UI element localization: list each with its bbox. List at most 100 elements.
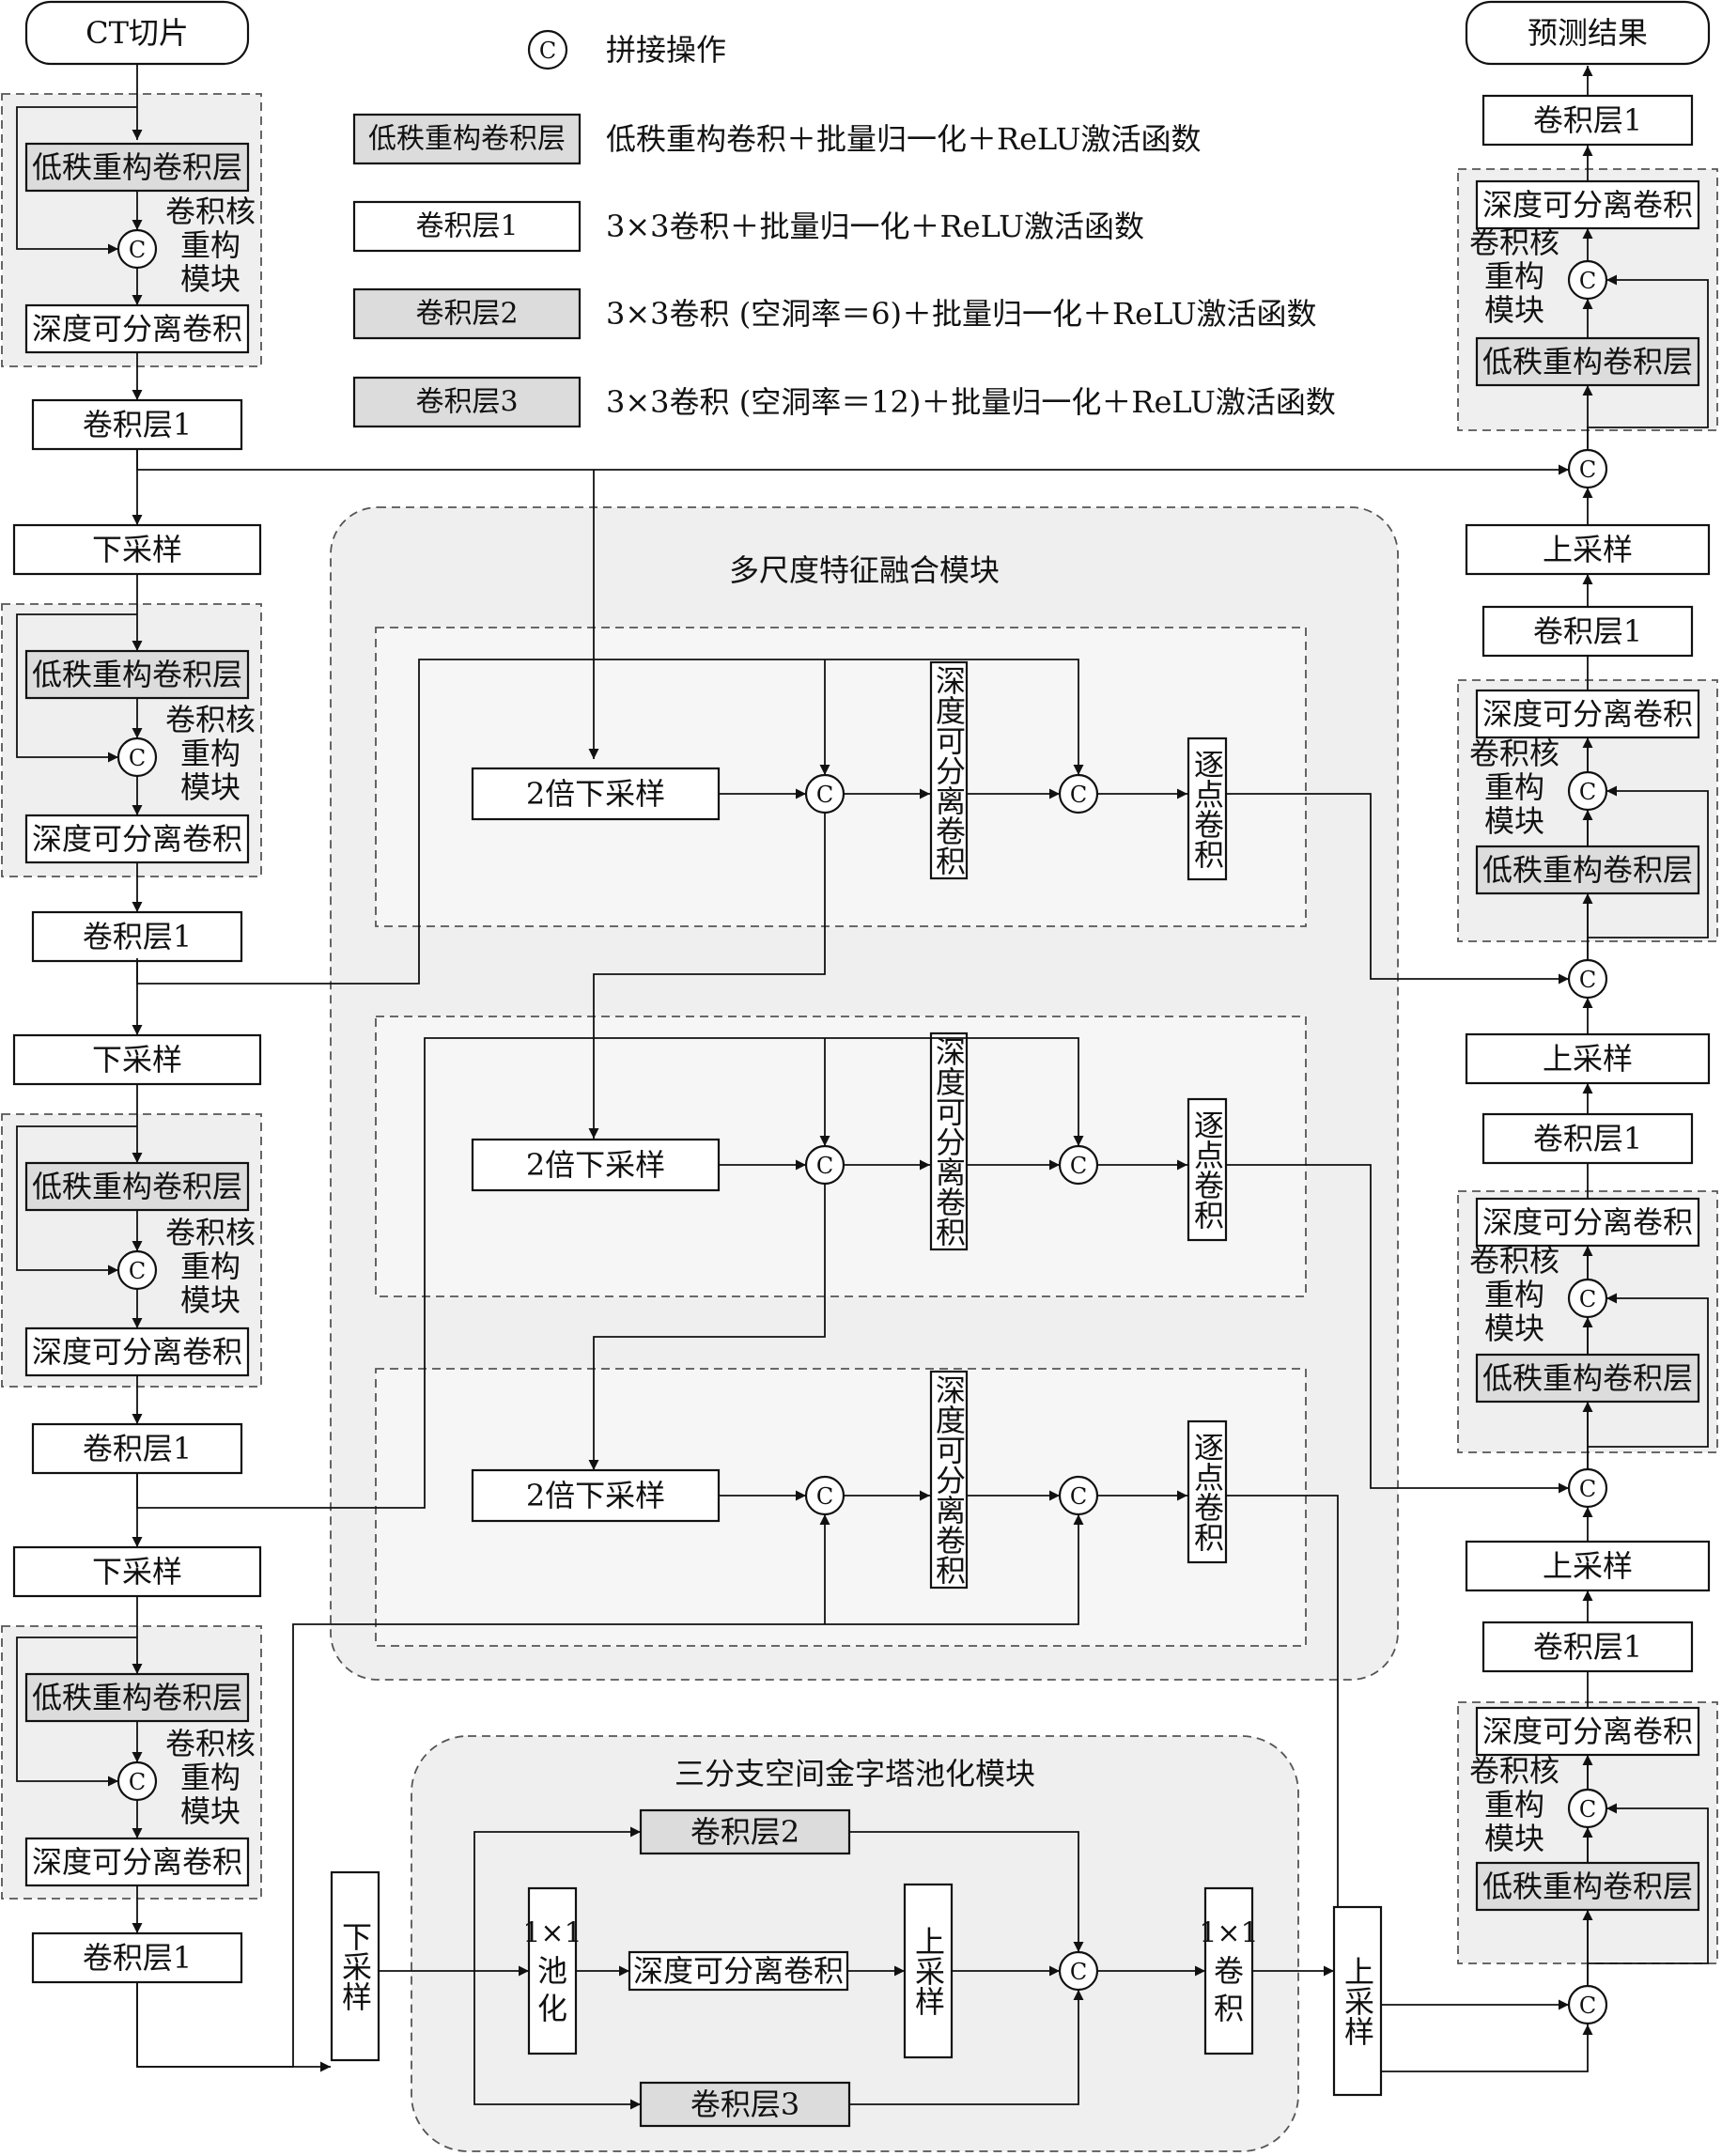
spp-pool-1x1-line-0: 1×1 [522, 1917, 582, 1950]
encoder-stage-3-krm-label-0: 卷积核 [165, 1215, 256, 1250]
spp-dwconv: 深度可分离卷积 [628, 1950, 849, 1992]
encoder-stage-4-conv1: 卷积层1 [31, 1931, 243, 1984]
msff-title: 多尺度特征融合模块 [729, 552, 1000, 588]
msff-branch-1-pointwise-conv: 逐点卷积 [1187, 737, 1228, 881]
msff-branch-3-pointwise-conv-frame [1187, 1419, 1228, 1564]
concat-symbol: C [1579, 457, 1596, 483]
encoder-stage-3-dwconv-label: 深度可分离卷积 [32, 1334, 242, 1370]
encoder-stage-1-concat: C [116, 228, 158, 270]
connector [849, 1990, 1084, 2105]
concat-symbol: C [129, 1258, 146, 1284]
msff-branch-3-dwconv-frame [929, 1370, 969, 1590]
decoder-stage-4-krm-label-2: 模块 [1484, 1821, 1544, 1856]
concat-symbol: C [1579, 1796, 1596, 1823]
encoder-stage-2-krm-label-1: 重构 [180, 736, 240, 771]
encoder-stage-1-downsample-label: 下采样 [92, 532, 182, 567]
msff-branch-1-concat-1: C [804, 773, 845, 814]
decoder-stage-3-dwconv: 深度可分离卷积 [1475, 1197, 1700, 1248]
decoder-stage-2-dwconv: 深度可分离卷积 [1475, 689, 1700, 739]
decoder-stage-2-krm-label-1: 重构 [1484, 769, 1544, 805]
decoder-stage-3-krm-label-1: 重构 [1484, 1277, 1544, 1312]
decoder-stage-3-krm-concat: C [1567, 1278, 1608, 1319]
legend-box-2: 卷积层1 [352, 200, 582, 253]
input-ct-slice-label: CT切片 [85, 15, 189, 51]
decoder-stage-2-conv1: 卷积层1 [1482, 1112, 1694, 1165]
legend-concat-symbol: C [527, 29, 568, 70]
encoder-stage-3-concat: C [116, 1249, 158, 1291]
concat-symbol: C [816, 1153, 833, 1179]
spp-upsample: 上采样 [903, 1883, 954, 2059]
encoder-stage-1-lowrank-conv: 低秩重构卷积层 [24, 142, 250, 193]
msff-branch-1-downsample-2x: 2倍下采样 [471, 767, 721, 821]
msff-branch-2-concat-1: C [804, 1144, 845, 1186]
connector [1587, 1803, 1709, 1984]
encoder-stage-2-concat: C [116, 737, 158, 778]
spp-downsample: 下采样 [330, 1870, 380, 2062]
encoder-stage-4-krm-label-1: 重构 [180, 1760, 240, 1795]
msff-branch-1-downsample-2x-frame [471, 767, 721, 821]
decoder-stage-3-upsample: 上采样 [1465, 1540, 1711, 1592]
legend-box-1-label: 低秩重构卷积层 [368, 123, 566, 156]
legend-concat-text: 拼接操作 [606, 32, 726, 68]
input-ct-slice: CT切片 [24, 0, 250, 66]
concat-symbol: C [1070, 1959, 1087, 1985]
msff-branch-2-pointwise-conv-label: 逐点卷积 [1189, 1109, 1225, 1230]
legend-box-2-frame [352, 200, 582, 253]
msff-branch-3-pointwise-conv-label: 逐点卷积 [1189, 1432, 1225, 1552]
output-prediction-label: 预测结果 [1528, 15, 1648, 51]
encoder-stage-1-downsample: 下采样 [12, 523, 262, 576]
spp-conv3-label: 卷积层3 [690, 2086, 799, 2122]
msff-branch-2-downsample-2x-label: 2倍下采样 [526, 1147, 665, 1183]
encoder-stage-3-downsample-label: 下采样 [92, 1554, 182, 1590]
encoder-stage-2-conv1: 卷积层1 [31, 910, 243, 963]
connector [1587, 785, 1709, 958]
connector [16, 613, 137, 763]
msff-branch-3-pointwise-conv: 逐点卷积 [1187, 1419, 1228, 1564]
msff-branch-1-downsample-2x-label: 2倍下采样 [526, 776, 665, 812]
msff-branch-3-downsample-2x-label: 2倍下采样 [526, 1478, 665, 1513]
decoder-stage-1-lowrank-conv-label: 低秩重构卷积层 [1482, 344, 1693, 380]
connector [1587, 1293, 1709, 1467]
concat-symbol: C [1579, 967, 1596, 993]
encoder-stage-3-conv1: 卷积层1 [31, 1422, 243, 1475]
decoder-stage-2-lowrank-conv-label: 低秩重构卷积层 [1482, 852, 1693, 888]
spp-pool-1x1-line-2: 化 [537, 1991, 567, 2026]
encoder-stage-4-conv1-label: 卷积层1 [83, 1940, 192, 1976]
decoder-stage-1-upsample: 上采样 [1465, 523, 1711, 576]
spp-concat: C [1058, 1950, 1099, 1992]
decoder-head-conv1: 卷积层1 [1482, 94, 1694, 147]
encoder-stage-4-dwconv-label: 深度可分离卷积 [32, 1844, 242, 1880]
legend-box-2-label: 卷积层1 [415, 210, 518, 243]
decoder-stage-4-krm-label-1: 重构 [1484, 1787, 1544, 1823]
legend-box-3: 卷积层2 [352, 287, 582, 340]
decoder-stage-1-conv1-label: 卷积层1 [1533, 613, 1642, 649]
decoder-stage-1-upsample-label: 上采样 [1543, 532, 1633, 567]
spp-conv-1x1: 1×1卷积 [1199, 1886, 1259, 2055]
spp-downsample-label: 下采样 [337, 1921, 373, 2011]
connector [1226, 1164, 1569, 1494]
decoder-stage-3-dwconv-label: 深度可分离卷积 [1482, 1204, 1693, 1240]
connector [849, 1831, 1084, 1952]
connector [1226, 1495, 1569, 2010]
encoder-stage-2-conv1-label: 卷积层1 [83, 919, 192, 954]
connector [16, 1636, 137, 1787]
concat-symbol: C [539, 38, 556, 64]
msff-branch-1-dwconv-label: 深度可分离卷积 [931, 665, 967, 876]
spp-conv3-frame [639, 2081, 851, 2128]
msff-branch-2-dwconv-label: 深度可分离卷积 [931, 1036, 967, 1247]
msff-branch-panel-3 [375, 1368, 1307, 1647]
decoder-stage-2-krm-label-2: 模块 [1484, 803, 1544, 839]
decoder-stage-3-lowrank-conv: 低秩重构卷积层 [1475, 1353, 1700, 1404]
encoder-stage-4-conv1-frame [31, 1931, 243, 1984]
concat-symbol: C [1579, 1993, 1596, 2019]
encoder-stage-3-lowrank-conv: 低秩重构卷积层 [24, 1161, 250, 1212]
decoder-stage-2-dwconv-frame [1475, 689, 1700, 739]
msff-branch-2-concat-2: C [1058, 1144, 1099, 1186]
connector [136, 1037, 1084, 1509]
decoder-stage-2-conv1-label: 卷积层1 [1533, 1121, 1642, 1156]
legend-box-4: 卷积层3 [352, 376, 582, 428]
spp-downsample-frame [330, 1870, 380, 2062]
connector [1226, 793, 1569, 985]
decoder-stage-1-dwconv: 深度可分离卷积 [1475, 179, 1700, 230]
decoder-stage-1-dwconv-label: 深度可分离卷积 [1482, 187, 1693, 223]
